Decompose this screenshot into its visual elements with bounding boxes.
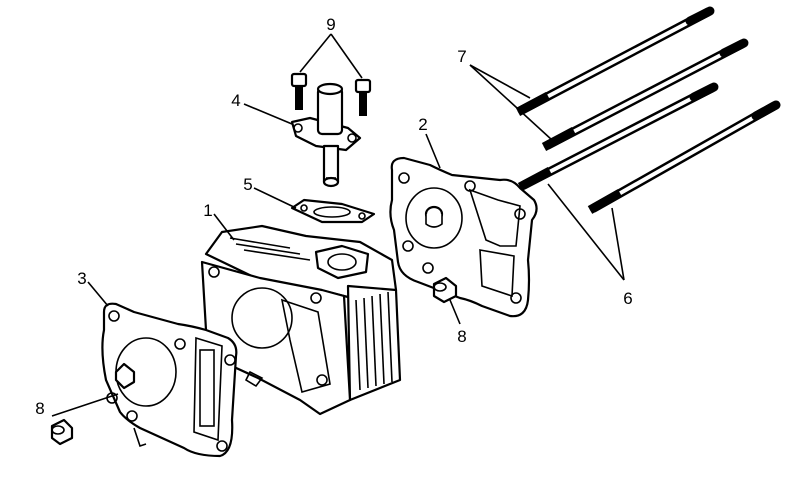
- stud-6b: [587, 100, 781, 214]
- bolt-right: [354, 78, 372, 116]
- callout-4: 4: [231, 91, 240, 110]
- bolt-left: [290, 72, 308, 110]
- leader-lines: [51, 33, 625, 417]
- callout-1: 1: [203, 201, 212, 220]
- loose-dowel-lower-left: [50, 418, 74, 446]
- cylinder-head-gasket: [389, 156, 538, 318]
- cylinder-block: [200, 224, 402, 416]
- stud-7b: [541, 38, 749, 151]
- callout-2: 2: [418, 115, 427, 134]
- callout-8-lower: 8: [35, 399, 44, 418]
- callout-8-upper: 8: [457, 327, 466, 346]
- stud-6a: [517, 82, 719, 191]
- callout-9: 9: [326, 15, 335, 34]
- loose-dowel-upper: [432, 276, 458, 304]
- callout-6: 6: [623, 289, 632, 308]
- callout-labels: 9 4 5 1 2 3 8 8 7 6: [35, 15, 632, 418]
- tensioner-gasket: [290, 198, 376, 224]
- chain-tensioner: [290, 82, 362, 188]
- dowel-upper: [424, 205, 444, 228]
- stud-7a: [515, 6, 715, 116]
- callout-5: 5: [243, 175, 252, 194]
- cylinder-base-gasket: [101, 302, 238, 458]
- dowel-lower: [114, 362, 136, 390]
- callout-7: 7: [457, 47, 466, 66]
- callout-3: 3: [77, 269, 86, 288]
- tensioner-bolts: [290, 72, 372, 116]
- stud-bolts: [515, 6, 781, 214]
